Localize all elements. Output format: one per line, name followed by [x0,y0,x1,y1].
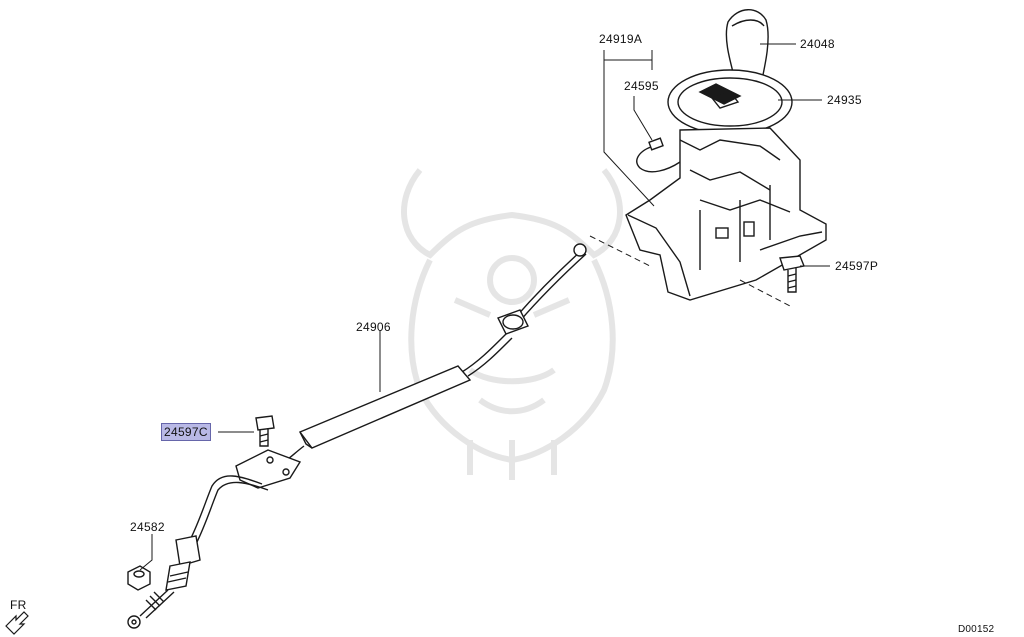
label-24906: 24906 [356,320,391,334]
label-24597c-highlighted[interactable]: 24597C [161,423,211,441]
shifter-assembly [625,9,827,301]
indicator-panel [667,69,793,135]
wire-harness [636,145,681,173]
nut-24582 [127,565,151,591]
cable-sleeve [298,365,472,449]
direction-label: FR [10,598,27,612]
cable-grommet [497,309,529,335]
bolt-24597c [255,415,275,447]
label-24919a: 24919A [599,32,643,46]
shift-cable [127,243,587,629]
leader-lines [139,43,830,571]
diagram-code: D00152 [958,624,995,635]
label-24935: 24935 [827,93,862,107]
label-24595: 24595 [624,79,659,93]
front-arrow-icon [5,611,29,635]
label-24582: 24582 [130,520,165,534]
watermark-emblem [401,168,623,480]
label-24048: 24048 [800,37,835,51]
label-24597p: 24597P [835,259,879,273]
cable-adjuster [175,535,201,567]
cable-bracket [235,449,302,489]
bolt-24597p [779,255,805,293]
